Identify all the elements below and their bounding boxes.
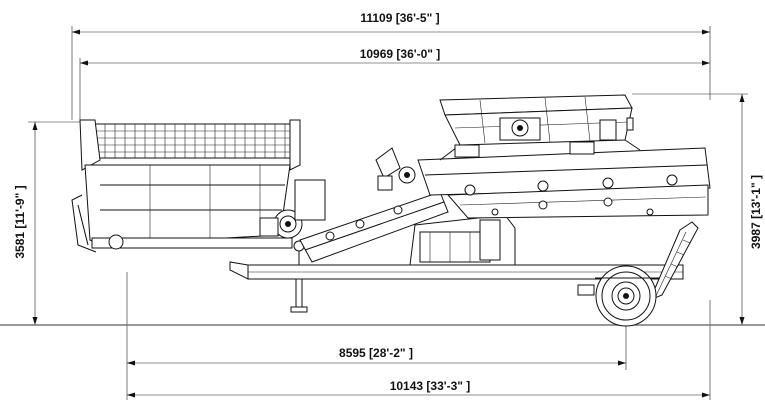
inclined-conveyor [299,147,449,263]
dimension-machine-length: 10969 [36'-0" ] [79,47,710,120]
dimension-hopper-height: 3581 [11'-9" ] [13,121,95,325]
hopper [71,119,326,253]
ground-length-label: 10143 [33'-3" ] [390,379,471,393]
dimension-axle-to-hitch: 8595 [28'-2" ] [126,272,627,400]
machine-length-label: 10969 [36'-0" ] [360,47,441,61]
top-screen-deck [439,94,641,161]
wheel [577,265,660,327]
hopper-grid [95,124,300,158]
chassis-frame [229,240,684,313]
screen-height-label: 3987 [13'-1" ] [749,175,763,249]
dimension-ground-length: 10143 [33'-3" ] [127,300,711,400]
screen-box [417,147,711,219]
discharge-conveyor [649,221,699,301]
power-unit [409,214,516,266]
overall-length-label: 11109 [36'-5" ] [360,11,439,25]
axle-to-hitch-label: 8595 [28'-2" ] [339,346,413,360]
dimension-screen-height: 3987 [13'-1" ] [632,93,763,325]
hopper-height-label: 3581 [11'-9" ] [13,185,27,258]
